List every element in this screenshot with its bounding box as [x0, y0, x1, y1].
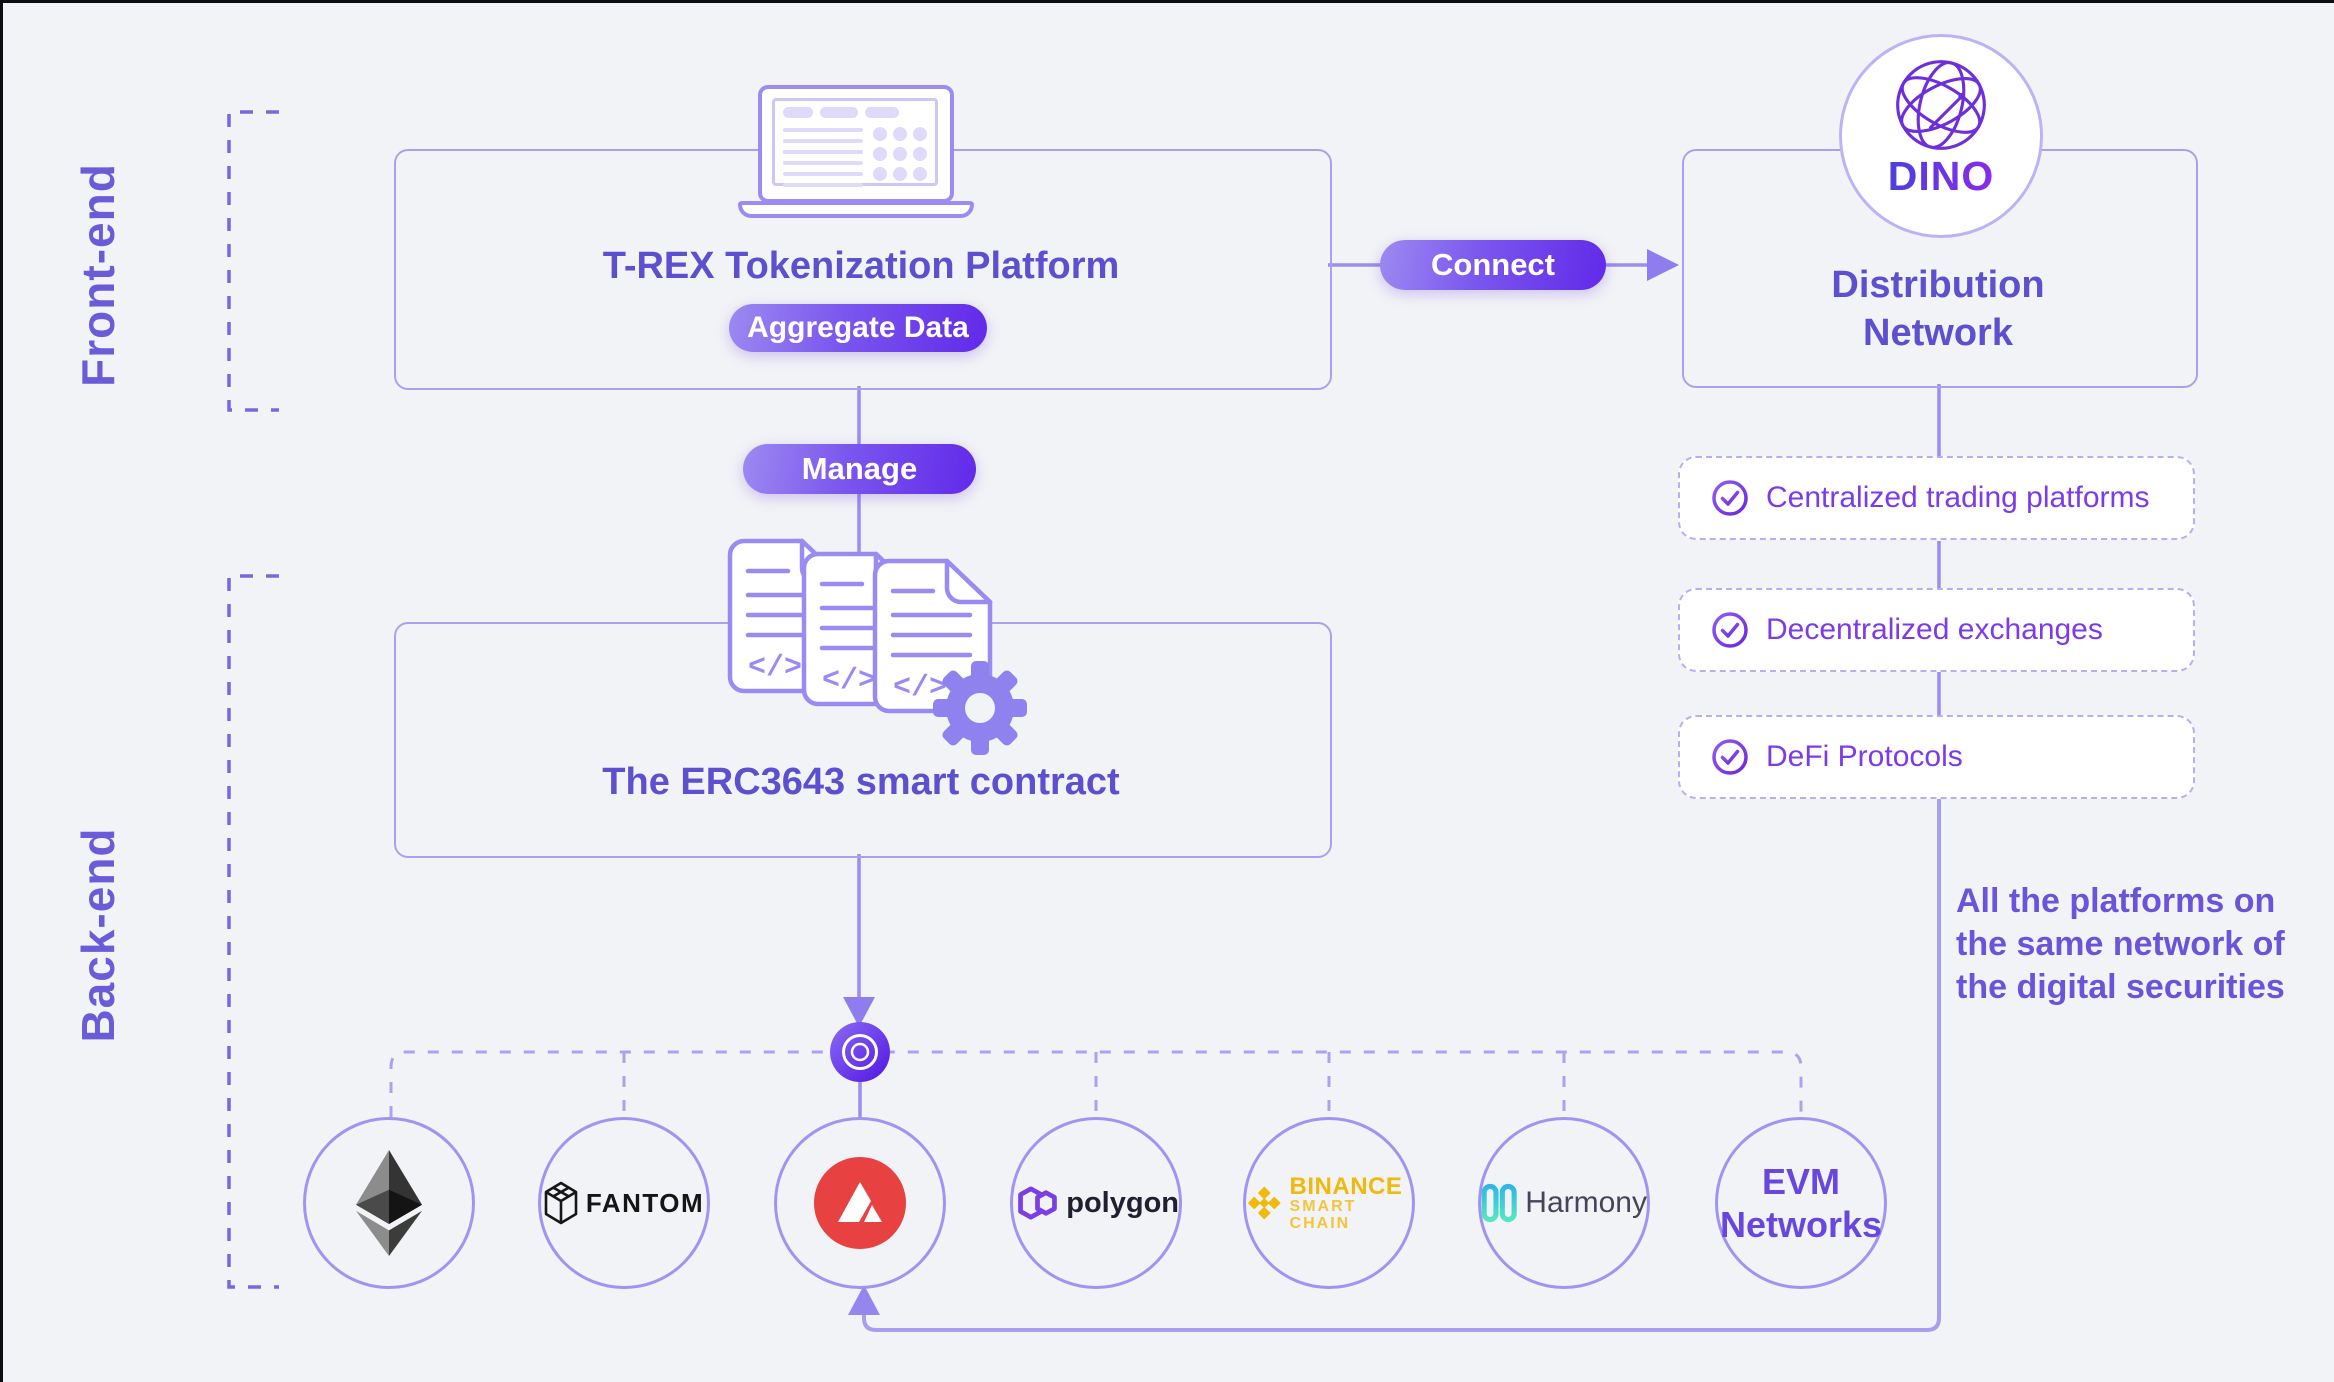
smart-contract-documents-icon: </> — [703, 528, 1027, 755]
down-arrowhead — [843, 997, 875, 1027]
channel-decentralized-exchanges: Decentralized exchanges — [1678, 588, 2195, 672]
trex-platform-title: T-REX Tokenization Platform — [602, 245, 1120, 287]
dino-logo-badge: DINO — [1839, 34, 2043, 238]
binance-icon — [1247, 1186, 1281, 1220]
channel-centralized-trading: Centralized trading platforms — [1678, 456, 2195, 540]
network-note: All the platforms on the same network of… — [1956, 882, 2285, 1006]
binance-sublabel: SMART CHAIN — [1289, 1197, 1357, 1232]
fantom-label: FANTOM — [585, 1187, 705, 1218]
network-harmony: Harmony — [1478, 1117, 1650, 1289]
up-arrowhead — [848, 1285, 880, 1315]
channel-defi-protocols: DeFi Protocols — [1678, 715, 2195, 799]
gear-icon — [933, 661, 1027, 755]
harmony-icon — [1481, 1183, 1517, 1223]
evm-label: EVM Networks — [1719, 1161, 1883, 1245]
channel-label: Decentralized exchanges — [1766, 613, 2103, 646]
channel-label: DeFi Protocols — [1766, 740, 1963, 773]
check-circle-icon — [1712, 612, 1748, 648]
polygon-label: polygon — [1066, 1186, 1179, 1219]
hub-node-icon — [830, 1022, 890, 1082]
connect-badge: Connect — [1380, 240, 1606, 290]
network-avalanche — [774, 1117, 946, 1289]
check-circle-icon — [1712, 739, 1748, 775]
distribution-network-title: Distribution Network — [1831, 264, 2045, 354]
front-end-bracket — [227, 110, 279, 412]
dino-globe-icon — [1896, 60, 1986, 150]
back-end-bracket — [227, 574, 279, 1289]
network-polygon: polygon — [1010, 1117, 1182, 1289]
manage-badge: Manage — [743, 444, 976, 494]
network-binance: BINANCE SMART CHAIN — [1243, 1117, 1415, 1289]
network-ethereum — [303, 1117, 475, 1289]
network-fantom: FANTOM — [538, 1117, 710, 1289]
front-end-label: Front-end — [72, 163, 124, 387]
erc3643-title: The ERC3643 smart contract — [602, 761, 1120, 803]
network-evm: EVM Networks — [1715, 1117, 1887, 1289]
fantom-icon — [544, 1181, 578, 1225]
avalanche-icon — [814, 1157, 906, 1249]
check-circle-icon — [1712, 480, 1748, 516]
channel-label: Centralized trading platforms — [1766, 481, 2150, 514]
connect-arrowhead — [1647, 249, 1679, 281]
dino-logo-text: DINO — [1887, 153, 1995, 199]
polygon-icon — [1018, 1186, 1057, 1220]
back-end-label: Back-end — [72, 827, 124, 1043]
branch-rail — [389, 1050, 1803, 1117]
aggregate-data-badge: Aggregate Data — [729, 304, 987, 352]
connector-lines — [227, 110, 1941, 1332]
ethereum-icon — [356, 1150, 422, 1256]
binance-label: BINANCE — [1289, 1172, 1403, 1200]
harmony-label: Harmony — [1525, 1186, 1647, 1219]
